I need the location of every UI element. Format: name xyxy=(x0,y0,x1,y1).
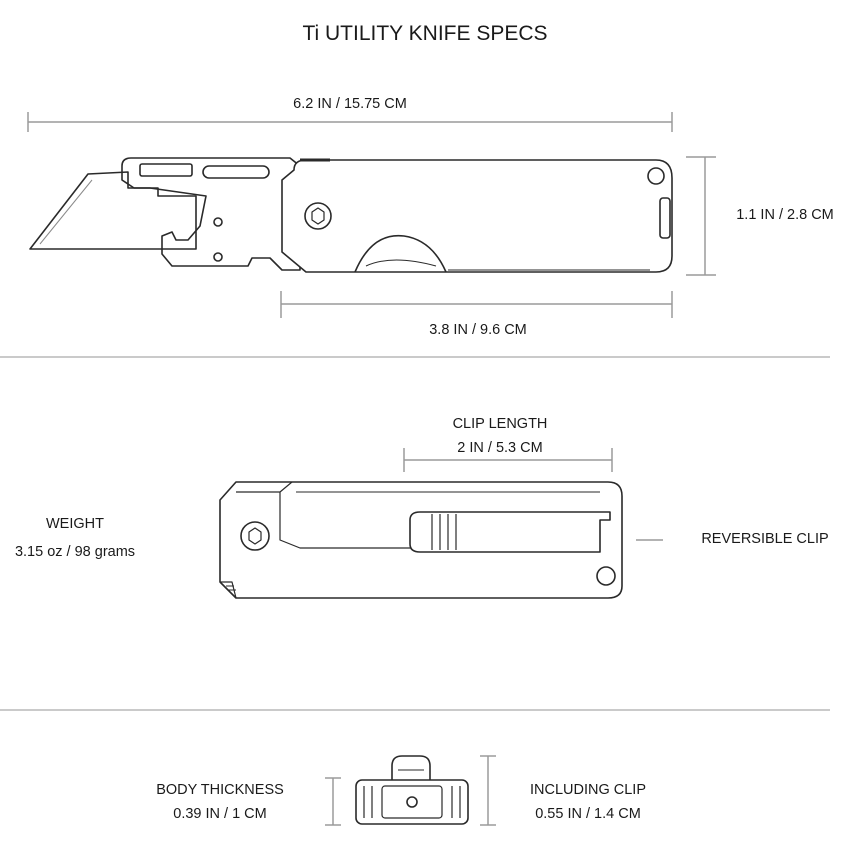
including-clip-value: 0.55 IN / 1.4 CM xyxy=(535,806,641,822)
body-thickness-title: BODY THICKNESS xyxy=(156,782,284,798)
body-thickness-dimension xyxy=(325,777,341,826)
page-title: Ti UTILITY KNIFE SPECS xyxy=(302,22,548,45)
front-frame xyxy=(121,157,301,271)
knife-handle xyxy=(281,159,673,273)
utility-blade xyxy=(29,171,197,250)
handle-length-dimension xyxy=(280,291,673,318)
front-frame-screw-2 xyxy=(213,252,223,262)
weight-value: 3.15 oz / 98 grams xyxy=(14,544,136,560)
clip-tab xyxy=(659,197,671,239)
reversible-clip-label: REVERSIBLE CLIP xyxy=(701,531,829,547)
overall-length-label: 6.2 IN / 15.75 CM xyxy=(293,96,407,112)
pivot-screw xyxy=(304,202,332,230)
lanyard-hole xyxy=(647,167,665,185)
pocket-clip xyxy=(409,511,611,553)
front-frame-slot xyxy=(139,163,193,177)
clip-length-dimension xyxy=(403,448,613,472)
closed-lanyard-hole xyxy=(596,566,616,586)
handle-length-label: 3.8 IN / 9.6 CM xyxy=(429,322,527,338)
end-view-screw xyxy=(406,796,418,808)
clip-length-title: CLIP LENGTH xyxy=(452,416,548,432)
closed-pivot-screw xyxy=(240,521,270,551)
body-thickness-value: 0.39 IN / 1 CM xyxy=(173,806,267,822)
knife-end-view xyxy=(355,755,469,825)
height-dimension xyxy=(686,156,716,276)
height-label: 1.1 IN / 2.8 CM xyxy=(736,207,834,223)
front-frame-slot-2 xyxy=(202,165,270,179)
including-clip-dimension xyxy=(480,755,496,826)
including-clip-title: INCLUDING CLIP xyxy=(529,782,647,798)
front-frame-screw xyxy=(213,217,223,227)
knife-open-side-view xyxy=(29,157,673,273)
end-view-body xyxy=(355,779,469,825)
overall-length-dimension xyxy=(27,112,673,132)
end-view-clip xyxy=(391,755,431,780)
knife-closed-side-view xyxy=(219,481,623,599)
thumb-notch xyxy=(354,234,447,273)
weight-title: WEIGHT xyxy=(46,516,104,532)
clip-length-value: 2 IN / 5.3 CM xyxy=(457,440,543,456)
